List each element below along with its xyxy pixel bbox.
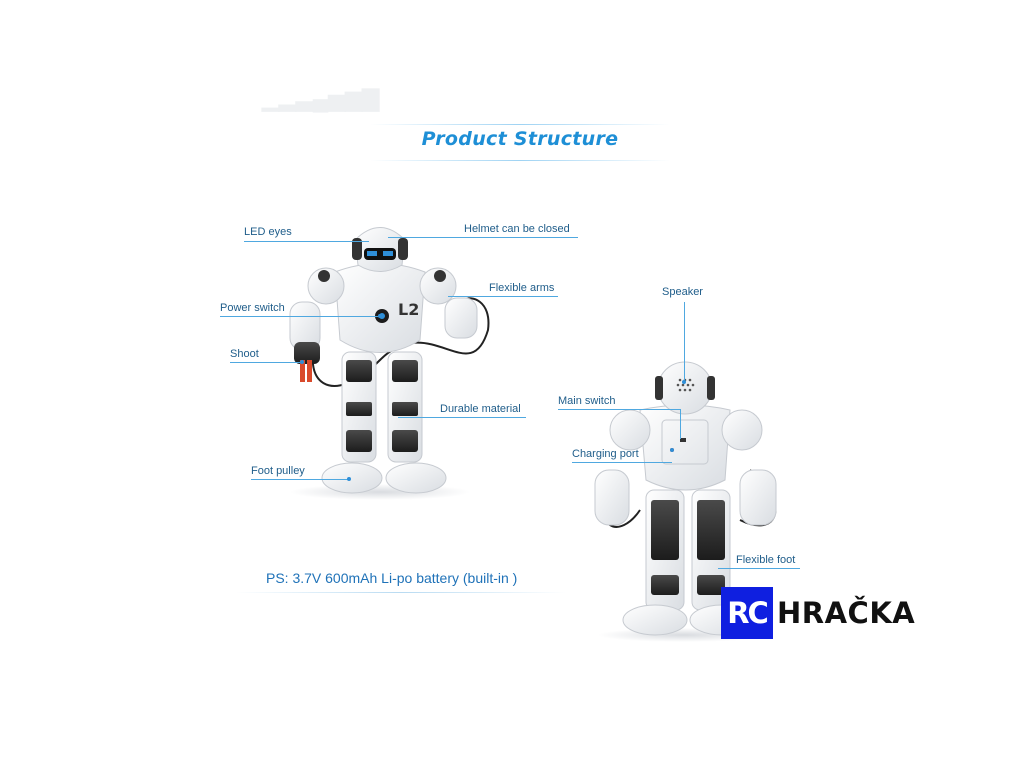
label-shoot: Shoot [230,348,259,360]
leader-dot-shoot [300,360,304,364]
battery-note-rule [236,592,566,593]
title-rule-bottom [370,160,670,161]
leader-dot-charging-port [670,448,674,452]
diagram-title: Product Structure [421,128,619,150]
svg-text:L2: L2 [398,300,419,319]
label-led-eyes: LED eyes [244,226,292,238]
label-main-switch: Main switch [558,395,616,407]
label-flexible-arms: Flexible arms [489,282,555,294]
brand-logo: RC HRAČKA [721,587,919,639]
leader-helmet [388,237,578,238]
label-speaker: Speaker [662,286,703,298]
leader-dot-foot-pulley [347,477,351,481]
leader-flexible-foot [718,568,800,569]
leader-shoot [230,362,302,363]
leader-speaker [684,302,685,382]
leader-foot-pulley [251,479,349,480]
label-durable-material: Durable material [440,403,521,415]
leader-main-switch-drop [680,409,681,439]
battery-note: PS: 3.7V 600mAh Li-po battery (built-in … [266,570,518,586]
leader-flexible-arms [448,296,558,297]
label-charging-port: Charging port [572,448,639,460]
logo-brand-text: HRAČKA [777,596,916,630]
label-foot-pulley: Foot pulley [251,465,305,477]
label-helmet: Helmet can be closed [464,223,570,235]
leader-dot-speaker [682,380,686,384]
label-flexible-foot: Flexible foot [736,554,796,566]
leader-power-switch [220,316,380,317]
leader-dot-led-eyes [367,252,371,256]
leader-durable-material [398,417,526,418]
leader-dot-power-switch [378,314,382,318]
robot-front: L2 [289,227,490,500]
leader-led-eyes [244,241,369,242]
label-power-switch: Power switch [220,302,285,314]
logo-rc-box: RC [721,587,773,639]
leader-main-switch [558,409,680,410]
leader-charging-port [572,462,672,463]
title-rule-top [370,124,670,125]
background-watermark: ▁▂▃▄▅▆▇ [262,86,380,111]
